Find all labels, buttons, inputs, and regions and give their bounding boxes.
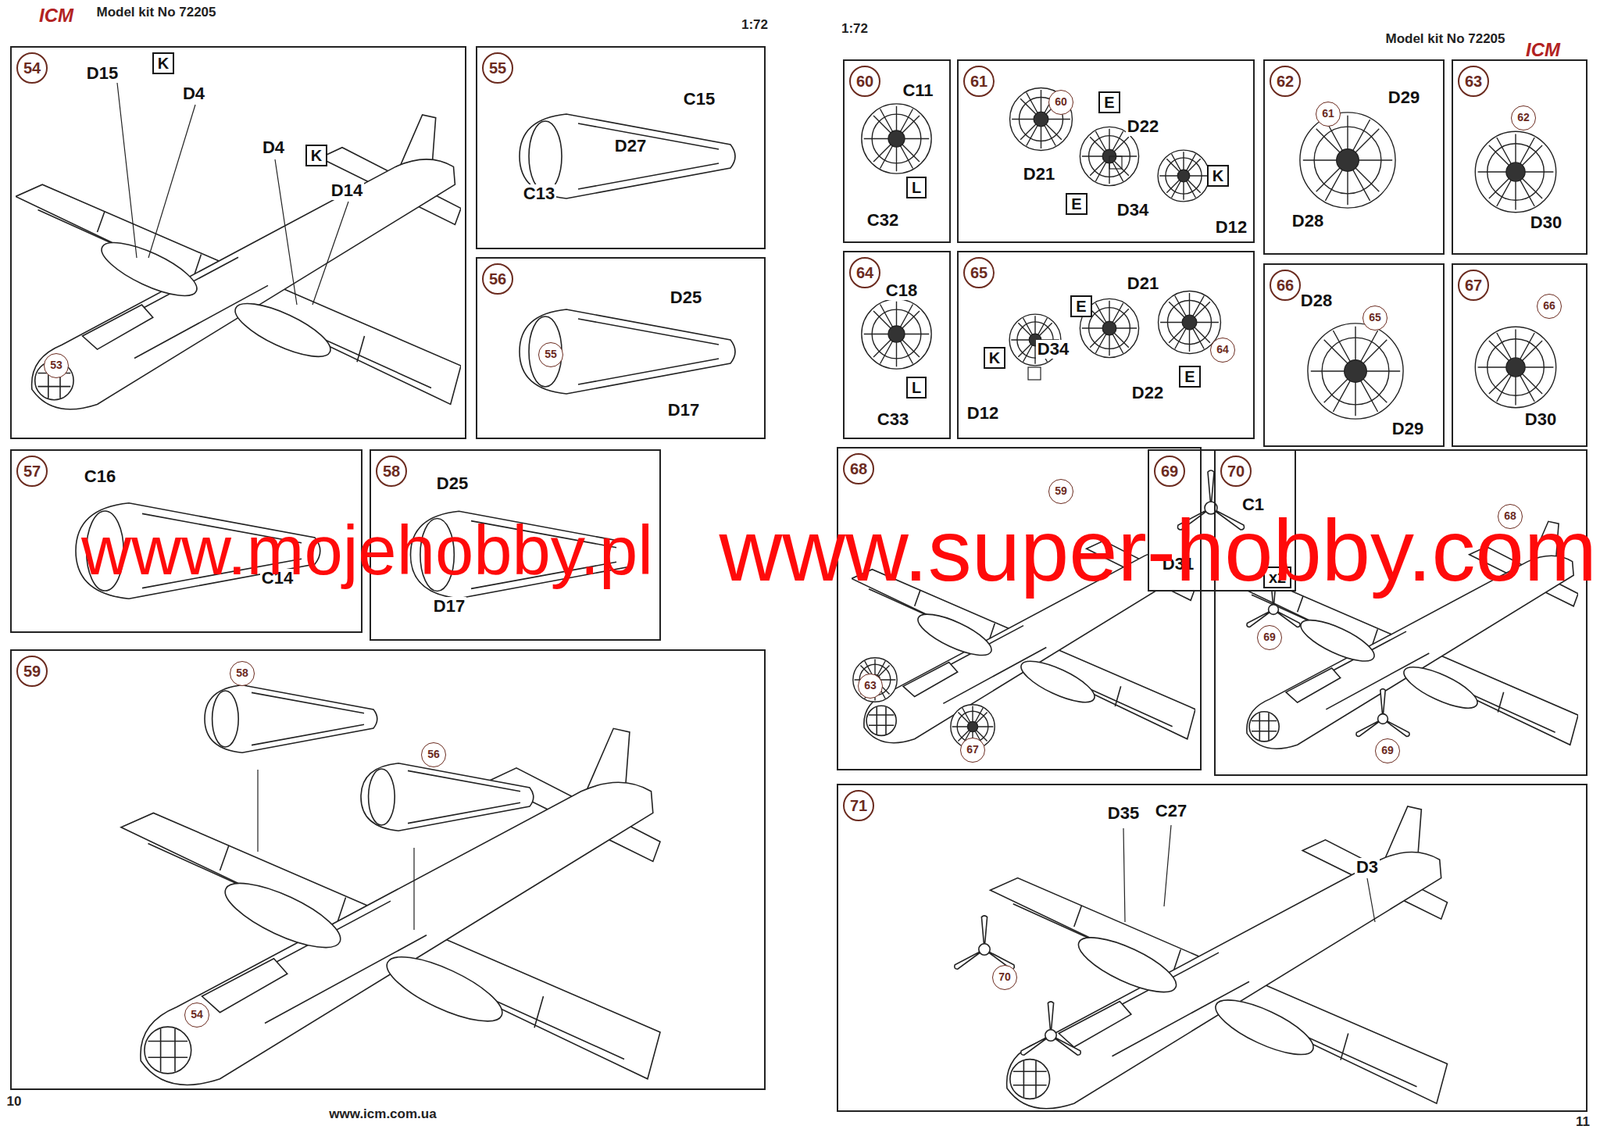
step-number: 69 [1153, 455, 1186, 487]
part-label: D21 [1125, 274, 1161, 293]
boxed-letter: K [305, 144, 328, 167]
part-label: D25 [668, 288, 704, 308]
part-label: D12 [1214, 217, 1249, 237]
part-label: D29 [1386, 88, 1422, 108]
part-label: D12 [965, 403, 1000, 423]
brand-logo: ICM [1525, 39, 1561, 61]
boxed-letter: K [1207, 164, 1229, 187]
boxed-letter: L [906, 176, 927, 199]
step-number: 64 [849, 257, 881, 289]
watermark: www.mojehobby.pl [81, 512, 654, 589]
step-number: 55 [482, 52, 514, 84]
part-label: D28 [1290, 211, 1325, 231]
part-label: D27 [613, 136, 648, 156]
step-number: 62 [1269, 65, 1301, 97]
header-text: www.icm.com.ua [328, 1107, 436, 1122]
callout-number: 65 [1362, 305, 1388, 331]
callout-number: 54 [184, 1002, 210, 1028]
step-panel: 59 [10, 649, 766, 1090]
boxed-letter: K [152, 52, 175, 75]
part-label: D30 [1523, 410, 1558, 429]
step-number: 59 [16, 655, 48, 687]
step-panel: 68 [836, 446, 1202, 771]
callout-number: 63 [857, 673, 883, 699]
part-label: D34 [1035, 339, 1071, 359]
step-number: 60 [849, 65, 881, 97]
step-number: 58 [375, 455, 408, 487]
callout-number: 56 [421, 742, 447, 768]
callout-number: 67 [960, 737, 986, 763]
step-number: 68 [842, 453, 875, 485]
callout-number: 60 [1048, 89, 1074, 115]
part-label: D4 [260, 138, 286, 158]
header-text: 11 [1575, 1114, 1590, 1130]
header-text: 1:72 [841, 21, 868, 37]
part-label: C33 [875, 410, 911, 429]
part-label: D35 [1106, 803, 1141, 823]
boxed-letter: E [1098, 91, 1120, 114]
callout-number: 69 [1257, 625, 1283, 650]
callout-number: 59 [1048, 478, 1074, 504]
boxed-letter: E [1178, 365, 1200, 388]
watermark: www.super-hobby.com [719, 502, 1598, 599]
step-panel: 65 [957, 250, 1255, 440]
step-panel: 56 [475, 257, 766, 440]
step-number: 67 [1457, 269, 1490, 301]
callout-number: 55 [538, 342, 564, 368]
boxed-letter: K [983, 346, 1006, 369]
step-panel: 63 [1451, 59, 1588, 255]
part-label: D15 [85, 64, 120, 83]
part-label: D29 [1390, 419, 1425, 439]
part-label: D4 [181, 84, 207, 104]
step-panel: 61 [957, 59, 1255, 243]
part-label: D21 [1021, 164, 1057, 184]
part-label: C27 [1153, 801, 1189, 821]
step-number: 54 [16, 52, 48, 84]
step-number: 63 [1457, 65, 1490, 97]
header-text: 10 [7, 1094, 22, 1110]
step-panel: 67 [1451, 263, 1588, 447]
step-number: 71 [842, 789, 875, 822]
part-label: C16 [82, 467, 118, 486]
step-panel: 54 [10, 46, 467, 440]
callout-number: 69 [1375, 738, 1400, 764]
part-label: D25 [435, 474, 470, 493]
boxed-letter: L [906, 376, 927, 399]
part-label: D22 [1125, 117, 1161, 136]
part-label: C32 [865, 210, 900, 230]
part-label: D14 [329, 181, 365, 200]
callout-number: 53 [43, 353, 69, 379]
part-label: D17 [666, 400, 701, 420]
header-text: Model kit No 72205 [96, 5, 216, 21]
part-label: D28 [1299, 291, 1334, 311]
callout-number: 66 [1536, 293, 1562, 319]
step-number: 56 [482, 263, 514, 295]
part-label: D22 [1130, 383, 1165, 403]
header-text: 1:72 [741, 17, 768, 33]
boxed-letter: E [1065, 192, 1087, 215]
step-number: 70 [1220, 455, 1252, 487]
callout-number: 58 [229, 660, 255, 686]
step-number: 57 [16, 455, 48, 487]
callout-number: 64 [1210, 337, 1236, 363]
callout-number: 70 [992, 964, 1018, 990]
part-label: C15 [682, 89, 717, 109]
boxed-letter: E [1070, 295, 1092, 318]
callout-number: 61 [1315, 101, 1341, 127]
step-number: 65 [963, 257, 995, 289]
part-label: D34 [1115, 200, 1150, 220]
part-label: D3 [1354, 857, 1380, 877]
part-label: D30 [1528, 213, 1564, 233]
part-label: C13 [521, 184, 557, 204]
part-label: D17 [432, 596, 467, 616]
header-text: Model kit No 72205 [1385, 32, 1505, 47]
callout-number: 62 [1510, 105, 1536, 131]
step-number: 61 [963, 65, 995, 97]
step-panel: 71 [836, 783, 1588, 1112]
part-label: C18 [884, 281, 919, 300]
step-panel: 70 [1214, 449, 1588, 776]
step-number: 66 [1269, 269, 1301, 301]
part-label: C11 [900, 81, 935, 100]
brand-logo: ICM [39, 5, 74, 26]
